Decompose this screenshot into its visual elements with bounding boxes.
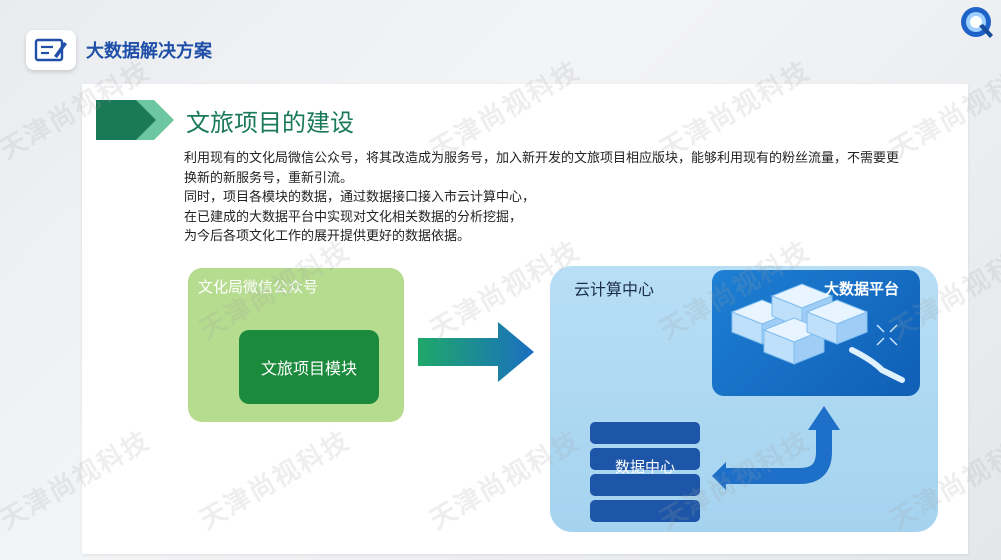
curved-arrow-icon [712,406,840,490]
description-text: 利用现有的文化局微信公众号，将其改造成为服务号，加入新开发的文旅项目相应版块，能… [184,149,904,247]
header-bar: 大数据解决方案 [0,28,250,72]
server-rack [590,474,700,496]
big-data-platform-label: 大数据平台 [824,280,900,298]
description-line: 利用现有的文化局微信公众号，将其改造成为服务号，加入新开发的文旅项目相应版块，能… [184,151,900,186]
section-title: 文旅项目的建设 [186,109,354,137]
section-header-arrow [96,100,174,140]
server-rack [590,422,700,444]
data-center-label: 数据中心 [614,458,675,476]
description-line: 在已建成的大数据平台中实现对文化相关数据的分析挖掘， [184,209,523,225]
server-cluster-icon [730,283,905,383]
document-pen-icon [26,30,76,70]
description-line: 为今后各项文化工作的展开提供更好的数据依据。 [184,229,471,244]
right-arrow-icon [418,322,534,382]
module-label: 文旅项目模块 [260,359,357,378]
data-center-icon: 数据中心 [590,422,700,524]
server-rack [590,500,700,522]
company-logo-icon [961,7,993,38]
cloud-computing-center-label: 云计算中心 [574,280,655,299]
description-line: 同时，项目各模块的数据，通过数据接口接入市云计算中心， [184,190,536,205]
page-title: 大数据解决方案 [86,41,212,62]
wechat-account-label: 文化局微信公众号 [198,278,319,296]
server-rack [590,448,700,470]
culture-tourism-module: 文旅项目模块 [239,330,379,404]
